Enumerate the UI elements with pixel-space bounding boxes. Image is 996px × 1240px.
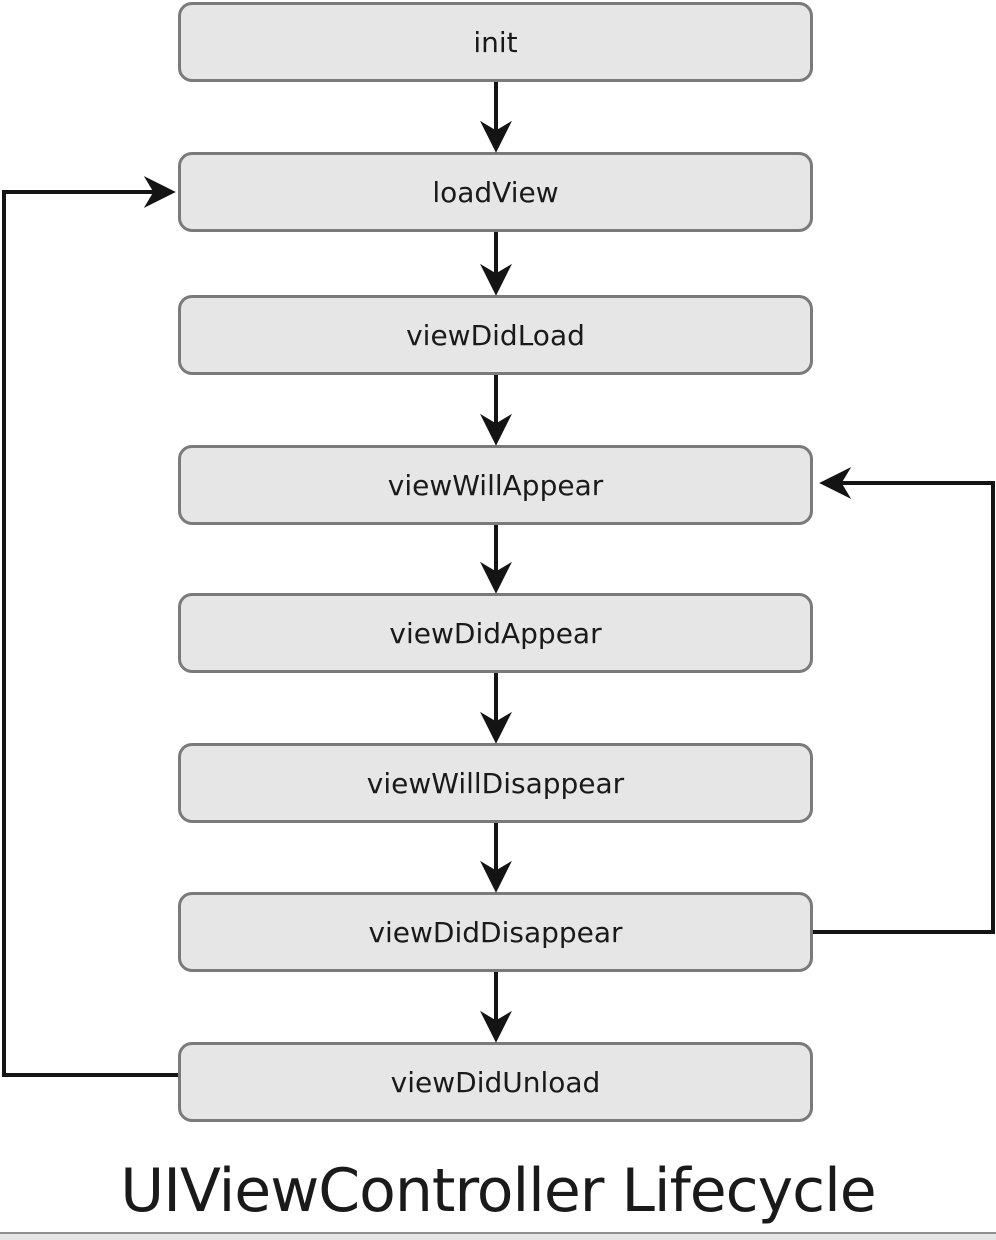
node-viewdidload: viewDidLoad [178,295,813,375]
node-init-label: init [473,25,518,59]
node-viewdidunload-label: viewDidUnload [390,1065,601,1099]
bottom-edge-strip [0,1232,996,1240]
diagram-title: UIViewController Lifecycle [120,1156,876,1226]
arrow-loop-viewdidunload-to-loadview [2,176,178,1077]
node-viewdidload-label: viewDidLoad [406,318,585,352]
node-viewdiddisappear-label: viewDidDisappear [368,915,623,949]
node-viewwilldisappear: viewWillDisappear [178,743,813,823]
node-loadview: loadView [178,152,813,232]
node-viewwilldisappear-label: viewWillDisappear [366,766,625,800]
node-viewwillappear: viewWillAppear [178,445,813,525]
node-viewdiddisappear: viewDidDisappear [178,892,813,972]
node-viewdidunload: viewDidUnload [178,1042,813,1122]
arrow-loop-viewdiddisappear-to-viewwillappear [813,467,995,934]
node-loadview-label: loadView [432,175,559,209]
node-viewdidappear-label: viewDidAppear [389,616,602,650]
node-init: init [178,2,813,82]
node-viewwillappear-label: viewWillAppear [387,468,604,502]
node-viewdidappear: viewDidAppear [178,593,813,673]
